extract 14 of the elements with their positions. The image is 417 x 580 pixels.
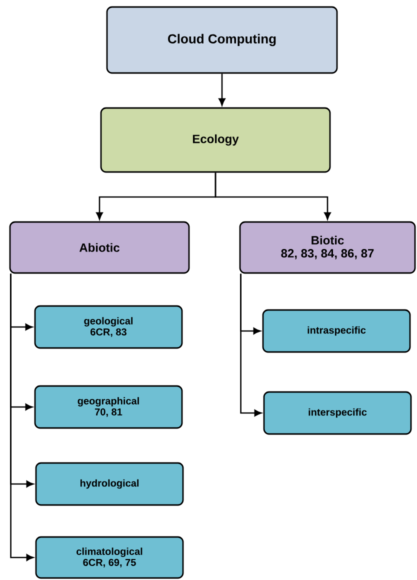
factor-box: geological 6CR, 83 [34,305,183,349]
process-box: Ecology [100,107,331,173]
factor-box: intraspecific [262,309,411,353]
arrow [10,274,34,561]
factor-box: geographical 70, 81 [34,385,183,429]
factor-box: interspecific [263,391,412,435]
process-box: Cloud Computing [106,6,338,74]
arrow [240,274,262,416]
category-box: Abiotic [9,221,190,274]
arrow [214,172,331,220]
factor-box: climatological 6CR, 69, 75 [35,536,184,579]
category-box: Biotic 82, 83, 84, 86, 87 [239,221,416,274]
factor-box: hydrological [35,462,184,506]
arrow [218,74,226,106]
